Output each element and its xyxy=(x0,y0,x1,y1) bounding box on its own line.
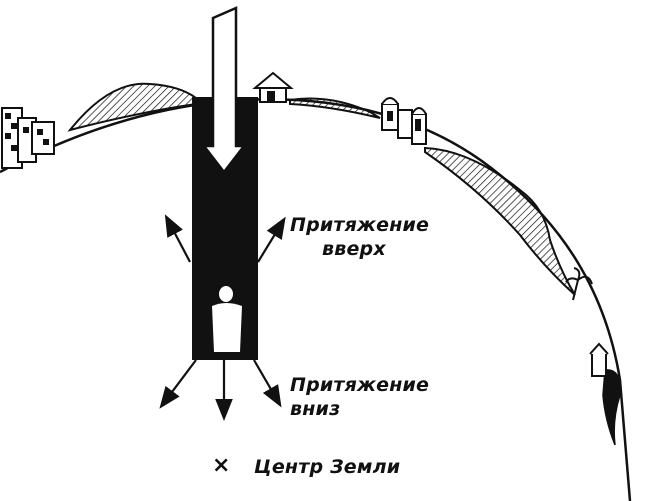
pull-down-label-line1: Притяжение xyxy=(290,374,430,396)
earth-surface-arc xyxy=(0,98,632,501)
house-icon xyxy=(252,71,294,103)
cliff-right xyxy=(602,369,621,446)
pull-up-arrow-left xyxy=(164,214,191,263)
hill-left xyxy=(67,82,197,132)
person-figure xyxy=(212,286,242,352)
pull-down-label-line2: вниз xyxy=(290,398,341,420)
city-buildings-icon xyxy=(1,107,55,169)
church-icon xyxy=(381,97,427,145)
earth-center-label: Центр Земли xyxy=(254,456,401,478)
palm-tree-icon xyxy=(565,267,593,301)
earth-center-marker: × xyxy=(212,453,231,478)
pull-up-arrow-right xyxy=(257,216,286,263)
hill-mid xyxy=(289,97,381,119)
tower-icon xyxy=(589,342,609,377)
big-down-arrow xyxy=(201,6,247,175)
pull-up-label-line1: Притяжение xyxy=(290,214,430,236)
pull-down-arrow-left xyxy=(159,359,197,409)
hill-right xyxy=(424,146,576,296)
pull-down-arrow-right xyxy=(253,359,282,408)
pull-up-label-line2: вверх xyxy=(322,238,386,260)
